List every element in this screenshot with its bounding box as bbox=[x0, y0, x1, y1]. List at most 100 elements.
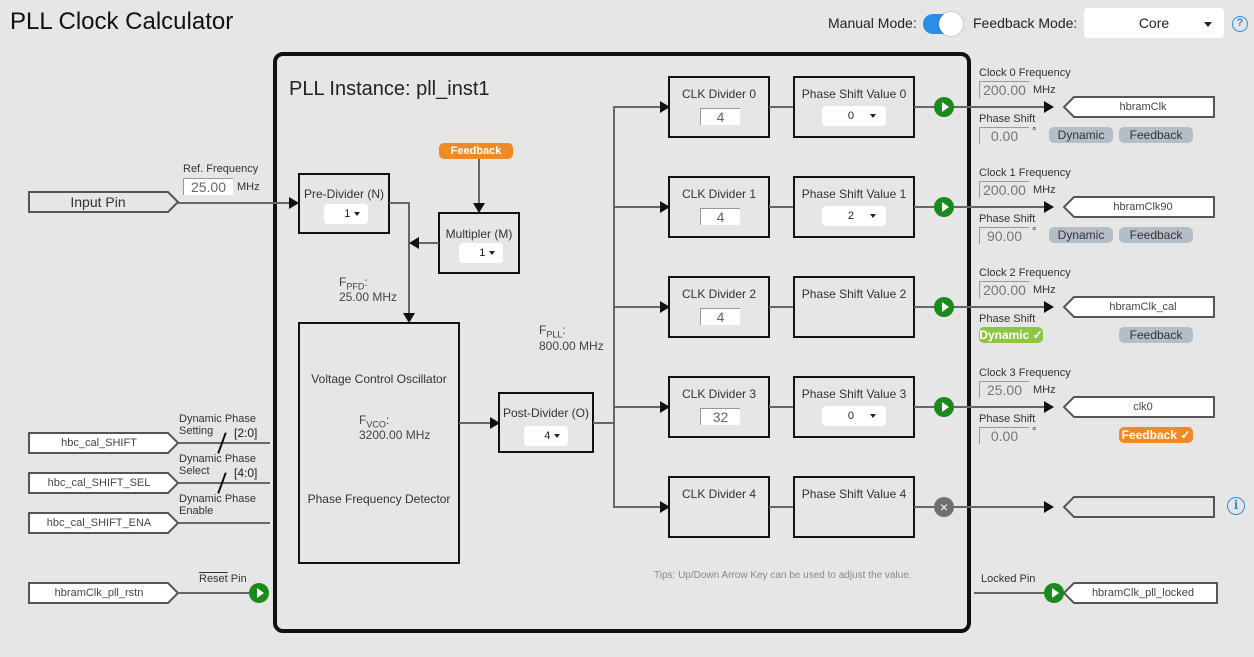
input-pin-label: Input Pin bbox=[70, 194, 126, 210]
info-icon[interactable]: i bbox=[1227, 497, 1245, 515]
output-enable-icon[interactable] bbox=[934, 97, 954, 117]
post-divider-select[interactable]: 4 bbox=[524, 426, 568, 446]
pll-instance-frame bbox=[273, 52, 971, 633]
vco-block: Voltage Control Oscillator FVCO: 3200.00… bbox=[298, 322, 460, 564]
help-icon[interactable]: ? bbox=[1232, 16, 1248, 32]
pin-name: hbc_cal_SHIFT_ENA bbox=[46, 517, 152, 529]
phase-shift-block: Phase Shift Value 0 0 bbox=[793, 76, 915, 138]
dynamic-toggle[interactable]: Dynamic bbox=[1049, 127, 1113, 143]
pfd-label: Phase Frequency Detector bbox=[307, 492, 451, 506]
wire bbox=[914, 306, 1046, 308]
pre-divider-block: Pre-Divider (N) 1 bbox=[298, 173, 390, 234]
phase-shift-block: Phase Shift Value 3 0 bbox=[793, 376, 915, 438]
multiplier-block: Multipler (M) 1 bbox=[438, 212, 520, 274]
reset-pin[interactable]: hbramClk_pll_rstn bbox=[28, 582, 180, 604]
output-pin[interactable]: hbramClk90 bbox=[1063, 196, 1219, 218]
pin-shape bbox=[1063, 396, 1215, 418]
clk-divider-block: CLK Divider 4 bbox=[668, 476, 770, 538]
phase-shift-label: Phase Shift Value 3 bbox=[801, 387, 907, 401]
frequency-unit: MHz bbox=[1033, 184, 1056, 196]
clk-divider-input[interactable]: 32 bbox=[700, 408, 740, 425]
multiplier-value: 1 bbox=[479, 247, 486, 259]
phase-shift-select[interactable]: 2 bbox=[822, 206, 886, 226]
clk-divider-block: CLK Divider 3 32 bbox=[668, 376, 770, 438]
phase-shift-select[interactable]: 0 bbox=[822, 406, 886, 426]
locked-pin[interactable]: hbramClk_pll_locked bbox=[1063, 582, 1219, 604]
dynamic-phase-select-pin[interactable]: hbc_cal_SHIFT_SEL bbox=[28, 472, 180, 494]
arrow-icon bbox=[1044, 301, 1054, 313]
dynamic-toggle[interactable]: Dynamic ✓ bbox=[979, 327, 1043, 343]
arrow-icon bbox=[660, 101, 670, 113]
input-pin[interactable]: Input Pin bbox=[28, 191, 180, 213]
wire bbox=[613, 506, 661, 508]
phase-shift-label: Phase Shift bbox=[979, 113, 1036, 125]
fpll-value: 800.00 MHz bbox=[539, 339, 604, 353]
reset-enable-icon[interactable] bbox=[249, 583, 269, 603]
arrow-icon bbox=[289, 197, 299, 209]
frequency-unit: MHz bbox=[1033, 284, 1056, 296]
feedback-toggle[interactable]: Feedback ✓ bbox=[1119, 427, 1193, 443]
app-title: PLL Clock Calculator bbox=[10, 8, 234, 35]
wire bbox=[459, 422, 491, 424]
wire bbox=[419, 242, 439, 244]
output-enable-icon[interactable] bbox=[934, 197, 954, 217]
clk-divider-label: CLK Divider 3 bbox=[681, 387, 757, 401]
pin-shape bbox=[1063, 496, 1215, 518]
wire bbox=[613, 406, 661, 408]
pin-shape bbox=[28, 432, 180, 454]
output-disabled-icon[interactable]: × bbox=[934, 497, 954, 517]
degree-symbol: ° bbox=[1032, 126, 1037, 138]
wire bbox=[178, 592, 252, 594]
clk-divider-input[interactable]: 4 bbox=[700, 208, 740, 225]
wire bbox=[914, 106, 1046, 108]
dynamic-phase-enable-pin[interactable]: hbc_cal_SHIFT_ENA bbox=[28, 512, 180, 534]
pin-name: hbramClk_cal bbox=[1109, 301, 1177, 313]
chevron-down-icon bbox=[1204, 22, 1212, 27]
fvco-label: FVCO: bbox=[359, 413, 390, 430]
manual-mode-toggle[interactable] bbox=[923, 12, 963, 36]
output-pin[interactable]: hbramClk bbox=[1063, 96, 1219, 118]
pin-shape bbox=[1063, 582, 1218, 604]
feedback-mode-select[interactable]: Core bbox=[1084, 8, 1224, 38]
output-pin[interactable]: clk0 bbox=[1063, 396, 1219, 418]
phase-shift-block: Phase Shift Value 2 bbox=[793, 276, 915, 338]
ref-frequency-label: Ref. Frequency bbox=[183, 163, 259, 175]
arrow-icon bbox=[660, 201, 670, 213]
output-enable-icon[interactable] bbox=[934, 297, 954, 317]
output-pin[interactable] bbox=[1063, 496, 1219, 518]
phase-shift-select[interactable]: 0 bbox=[822, 106, 886, 126]
feedback-toggle[interactable]: Feedback bbox=[1119, 327, 1193, 343]
dynamic-toggle[interactable]: Dynamic bbox=[1049, 227, 1113, 243]
arrow-icon bbox=[660, 301, 670, 313]
clk-divider-block: CLK Divider 1 4 bbox=[668, 176, 770, 238]
clock-frequency-value: 200.00 bbox=[979, 181, 1029, 198]
post-divider-label: Post-Divider (O) bbox=[502, 406, 589, 420]
pin-shape bbox=[28, 191, 180, 213]
clk-divider-label: CLK Divider 4 bbox=[681, 487, 757, 501]
wire bbox=[389, 202, 409, 204]
pin-shape bbox=[28, 472, 180, 494]
select-bits: [4:0] bbox=[234, 466, 258, 480]
pin-shape bbox=[1063, 96, 1215, 118]
arrow-icon bbox=[1044, 501, 1054, 513]
ref-frequency-input[interactable]: 25.00 bbox=[183, 178, 233, 195]
feedback-toggle[interactable]: Feedback bbox=[1119, 127, 1193, 143]
multiplier-select[interactable]: 1 bbox=[459, 243, 503, 263]
dynamic-phase-setting-pin[interactable]: hbc_cal_SHIFT bbox=[28, 432, 180, 454]
arrow-icon bbox=[660, 501, 670, 513]
clk-divider-block: CLK Divider 0 4 bbox=[668, 76, 770, 138]
output-pin[interactable]: hbramClk_cal bbox=[1063, 296, 1219, 318]
pre-divider-select[interactable]: 1 bbox=[324, 204, 368, 224]
wire bbox=[769, 206, 795, 208]
phase-shift-label: Phase Shift bbox=[979, 213, 1036, 225]
wire bbox=[914, 206, 1046, 208]
clk-divider-input[interactable]: 4 bbox=[700, 308, 740, 325]
feedback-mode-label: Feedback Mode: bbox=[973, 15, 1078, 31]
clock-frequency-label: Clock 1 Frequency bbox=[979, 167, 1071, 179]
locked-enable-icon[interactable] bbox=[1044, 583, 1064, 603]
feedback-toggle[interactable]: Feedback bbox=[1119, 227, 1193, 243]
clk-divider-input[interactable]: 4 bbox=[700, 108, 740, 125]
ref-frequency-unit: MHz bbox=[237, 181, 260, 193]
output-enable-icon[interactable] bbox=[934, 397, 954, 417]
